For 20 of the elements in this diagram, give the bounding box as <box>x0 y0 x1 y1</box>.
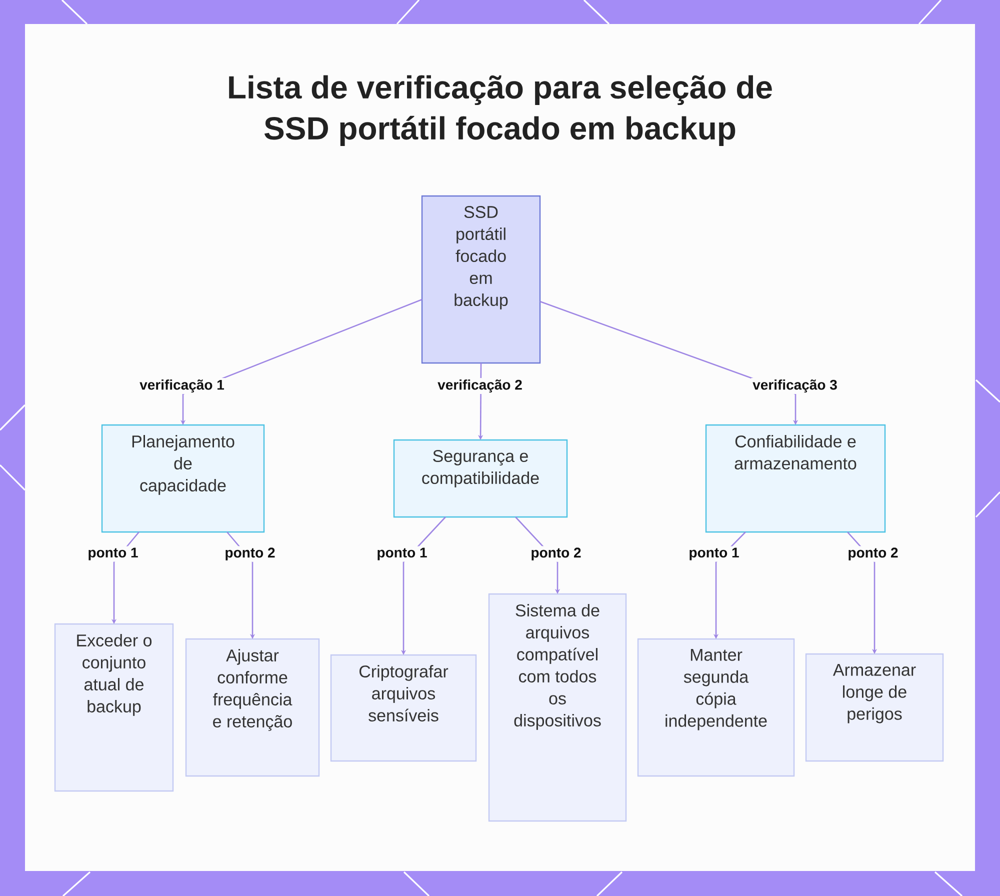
edge-label: ponto 1 <box>375 546 429 562</box>
item-box: Manter segunda cópia independente <box>637 638 795 777</box>
item-box: Sistema de arquivos compatível com todos os dispositivos <box>488 593 627 822</box>
edge-label: ponto 2 <box>529 546 583 562</box>
category-box: Planejamento de capacidade <box>101 424 265 533</box>
edge-label: ponto 2 <box>846 546 900 562</box>
edge-label: verificação 3 <box>751 378 839 394</box>
item-box: Exceder o conjunto atual de backup <box>54 623 174 792</box>
edge-label: ponto 1 <box>687 546 741 562</box>
item-box: Criptografar arquivos sensíveis <box>330 654 477 762</box>
category-box: Confiabilidade e armazenamento <box>705 424 886 533</box>
category-box: Segurança e compatibilidade <box>393 439 568 518</box>
edge-label: ponto 1 <box>86 546 140 562</box>
edge-label: verificação 1 <box>138 378 226 394</box>
item-box: Armazenar longe de perigos <box>805 653 944 762</box>
title: Lista de verificação para seleção de SSD portátil focado em backup <box>229 75 772 146</box>
edge-label: verificação 2 <box>436 378 524 394</box>
edge-label: ponto 2 <box>223 546 277 562</box>
root-box: SSD portátil focado em backup <box>421 195 541 364</box>
item-box: Ajustar conforme frequência e retenção <box>185 638 320 777</box>
